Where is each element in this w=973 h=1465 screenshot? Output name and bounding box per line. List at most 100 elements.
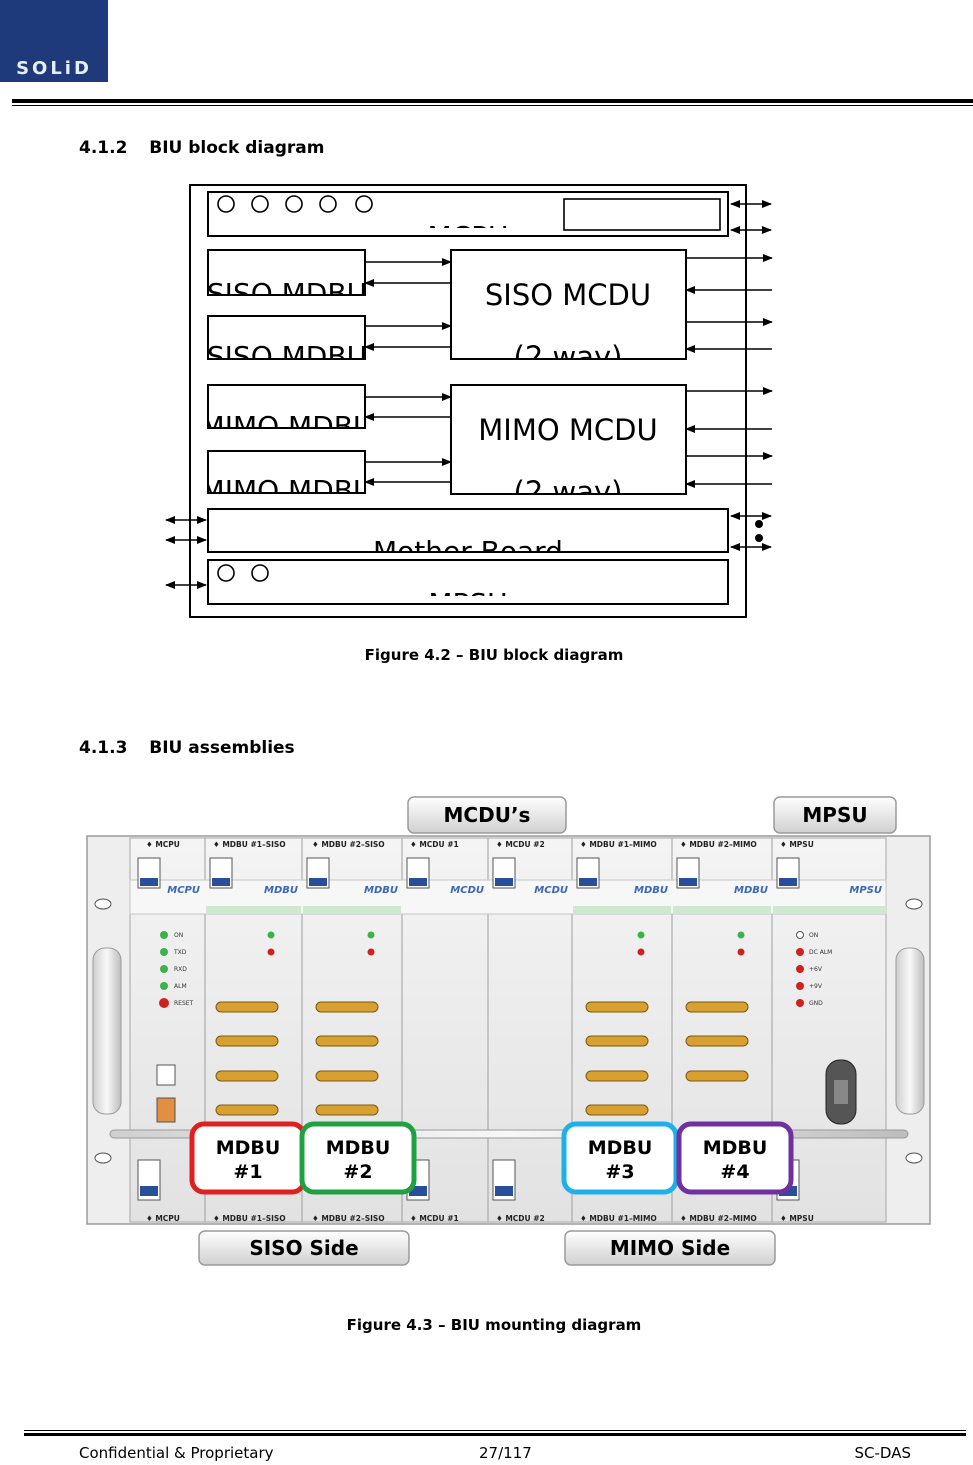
figure-caption-mounting-diagram: Figure 4.3 – BIU mounting diagram <box>346 1316 642 1334</box>
mcpu-label: MCPU <box>427 220 508 253</box>
svg-text:ON: ON <box>174 932 183 939</box>
svg-text:MDBU: MDBU <box>588 1137 653 1159</box>
mimo-mcdu-label: MIMO MCDU <box>478 413 657 447</box>
section-title: BIU assemblies <box>149 738 295 758</box>
svg-text:RESET: RESET <box>174 1000 194 1007</box>
svg-text:MIMO Side: MIMO Side <box>610 1236 730 1260</box>
section-number: 4.1.3 <box>79 738 128 758</box>
svg-text:MDBU: MDBU <box>703 1137 768 1159</box>
svg-text:♦ MCPU: ♦ MCPU <box>146 840 180 849</box>
mother-board-block <box>207 508 729 553</box>
svg-text:+6V: +6V <box>809 966 823 973</box>
company-logo: SOLiD <box>0 0 108 82</box>
svg-text:♦ MCDU #2: ♦ MCDU #2 <box>496 1214 545 1223</box>
internal-signal-arrows <box>364 258 452 486</box>
footer-page-number: 27/117 <box>479 1444 532 1462</box>
mimo-mdbu-1-label: MIMO MDBU <box>201 410 374 443</box>
svg-text:♦ MCDU #2: ♦ MCDU #2 <box>496 840 545 849</box>
svg-text:#1: #1 <box>233 1161 262 1183</box>
section-heading-assemblies: 4.1.3 BIU assemblies <box>79 738 295 758</box>
mimo-mdbu-2-label: MIMO MDBU <box>201 474 374 507</box>
svg-text:♦ MDBU #1–MIMO: ♦ MDBU #1–MIMO <box>580 840 657 849</box>
callout-mdbu-4: MDBU #4 <box>676 1121 794 1195</box>
siso-mdbu-2-block <box>207 315 366 360</box>
svg-text:MDBU: MDBU <box>264 885 298 896</box>
mcpu-status-leds: ON TXD RXD ALM RESET <box>156 931 194 1123</box>
svg-text:♦ MCDU #1: ♦ MCDU #1 <box>410 840 459 849</box>
svg-text:♦ MDBU #2–SISO: ♦ MDBU #2–SISO <box>312 1214 385 1223</box>
svg-text:MDBU: MDBU <box>734 885 768 896</box>
mimo-mcdu-sublabel: (2 way) <box>514 475 623 509</box>
mpsu-panel: ON DC ALM +6V +9V GND <box>796 931 857 1125</box>
slot-titles-bottom: ♦ MCPU ♦ MDBU #1–SISO ♦ MDBU #2–SISO ♦ M… <box>146 1214 814 1223</box>
svg-text:MPSU: MPSU <box>802 803 867 827</box>
section-heading-block: 4.1.2 BIU block diagram <box>79 138 324 158</box>
callout-mdbu-1: MDBU #1 <box>189 1121 307 1195</box>
svg-text:♦ MCDU #1: ♦ MCDU #1 <box>410 1214 459 1223</box>
svg-text:♦ MDBU #1–SISO: ♦ MDBU #1–SISO <box>213 1214 286 1223</box>
mimo-side-tag: MIMO Side <box>564 1230 776 1266</box>
mpsu-label: MPSU <box>428 587 507 620</box>
external-port-arrows-right <box>685 200 773 551</box>
section-title: BIU block diagram <box>149 138 325 158</box>
svg-text:♦ MCPU: ♦ MCPU <box>146 1214 180 1223</box>
svg-text:SISO Side: SISO Side <box>249 1236 358 1260</box>
mpsu-leds <box>217 564 269 582</box>
header-rule-thin <box>12 105 973 106</box>
svg-text:MDBU: MDBU <box>634 885 668 896</box>
rack-handle-right <box>895 898 925 1164</box>
svg-text:MCDU’s: MCDU’s <box>444 803 531 827</box>
mcpu-leds <box>217 195 373 213</box>
svg-text:GND: GND <box>809 1000 823 1007</box>
callout-mdbu-3: MDBU #3 <box>561 1121 679 1195</box>
svg-text:♦ MDBU #1–SISO: ♦ MDBU #1–SISO <box>213 840 286 849</box>
svg-text:MCDU: MCDU <box>450 885 484 896</box>
mcdus-tag: MCDU’s <box>407 796 567 834</box>
svg-text:♦ MPSU: ♦ MPSU <box>780 840 814 849</box>
svg-text:#3: #3 <box>605 1161 634 1183</box>
siso-mcdu-label: SISO MCDU <box>485 278 651 312</box>
slot-titles-top: ♦ MCPU ♦ MDBU #1–SISO ♦ MDBU #2–SISO ♦ M… <box>146 840 814 849</box>
svg-text:♦ MDBU #1–MIMO: ♦ MDBU #1–MIMO <box>580 1214 657 1223</box>
mdbu-green-stripes <box>206 906 885 914</box>
svg-text:DC ALM: DC ALM <box>809 949 832 956</box>
logo-text: SOLiD <box>16 58 92 79</box>
svg-text:MDBU: MDBU <box>364 885 398 896</box>
mimo-mdbu-1-block <box>207 384 366 429</box>
mimo-mcdu-block <box>450 384 687 495</box>
chassis-outline <box>189 184 747 618</box>
siso-mcdu-block <box>450 249 687 360</box>
svg-text:♦ MPSU: ♦ MPSU <box>780 1214 814 1223</box>
mdbu-rf-connectors <box>215 1001 749 1116</box>
panel-names: MCPU MDBU MDBU MCDU MCDU MDBU MDBU MPSU <box>167 885 882 896</box>
footer-doc-id: SC-DAS <box>854 1444 911 1462</box>
svg-text:#2: #2 <box>343 1161 372 1183</box>
svg-text:MDBU: MDBU <box>216 1137 281 1159</box>
biu-mounting-diagram: MCDU’s MPSU ♦ MCPU ♦ MDBU #1–SISO ♦ MDBU… <box>86 796 931 1266</box>
svg-text:♦ MDBU #2–MIMO: ♦ MDBU #2–MIMO <box>680 1214 757 1223</box>
svg-text:ON: ON <box>809 932 818 939</box>
siso-side-tag: SISO Side <box>198 1230 410 1266</box>
footer-rule-thin <box>24 1430 966 1431</box>
section-number: 4.1.2 <box>79 138 128 158</box>
mdbu-status-leds <box>267 931 745 956</box>
svg-text:MCDU: MCDU <box>534 885 568 896</box>
svg-text:♦ MDBU #2–SISO: ♦ MDBU #2–SISO <box>312 840 385 849</box>
mcpu-port-box <box>563 198 721 231</box>
siso-mdbu-1-label: SISO MDBU <box>207 277 367 310</box>
mother-board-label: Mother Board <box>373 535 563 568</box>
svg-text:ALM: ALM <box>174 983 187 990</box>
external-port-arrows-left <box>165 516 207 589</box>
footer-rule <box>24 1433 966 1436</box>
header-rule <box>12 99 973 103</box>
connector-dots <box>755 520 763 542</box>
rack-handle-left <box>92 898 122 1164</box>
svg-text:RXD: RXD <box>174 966 187 973</box>
mpsu-block <box>207 559 729 605</box>
siso-mcdu-sublabel: (2 way) <box>514 340 623 374</box>
mimo-mdbu-2-block <box>207 450 366 494</box>
siso-mdbu-2-label: SISO MDBU <box>207 340 367 373</box>
top-latches <box>137 857 800 889</box>
svg-text:MDBU: MDBU <box>326 1137 391 1159</box>
svg-text:MCPU: MCPU <box>167 885 200 896</box>
